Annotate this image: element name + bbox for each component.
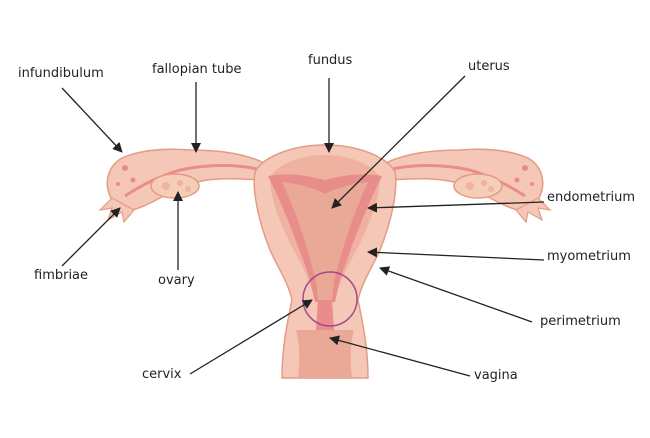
- right-fallopian-tube: [384, 148, 552, 224]
- label-cervix: cervix: [142, 367, 182, 382]
- right-tube-lumen: [387, 164, 526, 198]
- vagina-canal: [296, 330, 354, 378]
- leader-arrows: [61, 75, 545, 377]
- right-ovary-follicle: [466, 182, 474, 190]
- arrow-fimbriae: [61, 207, 121, 267]
- left-tube-lumen: [124, 164, 263, 198]
- right-ovary-follicle: [488, 186, 494, 192]
- arrow-cervix: [189, 299, 313, 375]
- label-ovary: ovary: [158, 273, 195, 288]
- arrow-vagina: [329, 335, 471, 377]
- label-myometrium: myometrium: [547, 249, 631, 264]
- label-perimetrium: perimetrium: [540, 314, 621, 329]
- left-ovary-follicle: [162, 182, 170, 190]
- left-ovary-follicle: [177, 180, 183, 186]
- label-fallopian-tube: fallopian tube: [152, 62, 242, 77]
- cervical-canal: [316, 300, 334, 330]
- arrow-uterus: [331, 75, 466, 209]
- arrow-infundibulum: [61, 87, 123, 153]
- arrow-endometrium: [367, 201, 545, 213]
- left-ovary: [150, 173, 200, 199]
- left-ovary-follicle: [185, 186, 191, 192]
- label-fundus: fundus: [308, 53, 353, 68]
- label-fimbriae: fimbriae: [34, 268, 89, 283]
- label-endometrium: endometrium: [547, 190, 636, 205]
- right-fimbriae: [514, 165, 552, 224]
- right-ovary: [453, 173, 503, 199]
- cervix-ring: [302, 271, 358, 327]
- left-fallopian-tube: [98, 148, 266, 224]
- arrow-myometrium: [367, 247, 545, 261]
- label-uterus: uterus: [468, 59, 510, 74]
- label-vagina: vagina: [474, 368, 518, 383]
- right-ovary-follicle: [481, 180, 487, 186]
- label-infundibulum: infundibulum: [18, 66, 104, 81]
- uterine-cavity: [282, 182, 368, 300]
- arrow-perimetrium: [379, 266, 533, 323]
